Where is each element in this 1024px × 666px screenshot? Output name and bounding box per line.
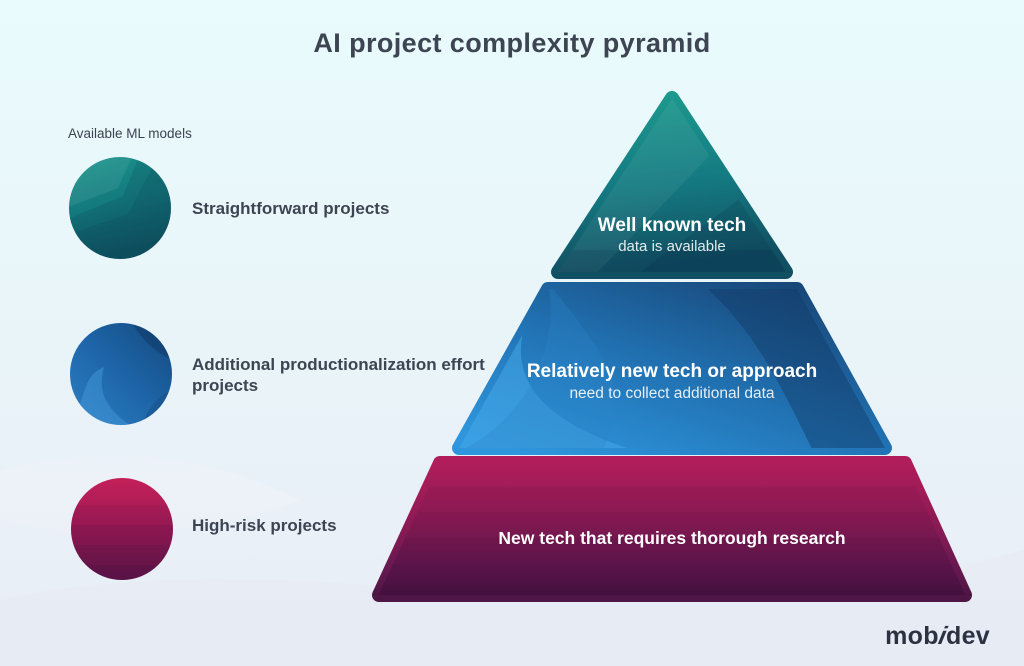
logo-part-dev: dev xyxy=(946,622,990,650)
mobidev-logo: mobidev xyxy=(885,622,990,651)
legend-label-straightforward: Straightforward projects xyxy=(192,199,390,218)
tier-middle-title: Relatively new tech or approach xyxy=(526,361,818,382)
legend-label-highrisk: High-risk projects xyxy=(192,516,337,535)
tier-top-title: Well known tech xyxy=(597,215,747,236)
logo-part-mob: mob xyxy=(885,622,939,650)
tier-middle-subtitle: need to collect additional data xyxy=(569,385,775,402)
legend-label-additional: Additional productionalization effort pr… xyxy=(192,355,485,395)
pyramid-tier-top xyxy=(551,91,793,279)
legend-heading: Available ML models xyxy=(68,126,192,141)
page-title: AI project complexity pyramid xyxy=(313,28,711,58)
pyramid-tier-bottom xyxy=(372,456,972,602)
tier-bottom-title: New tech that requires thorough research xyxy=(498,528,846,548)
legend-circle-straightforward-icon xyxy=(69,157,171,259)
tier-top-subtitle: data is available xyxy=(618,238,726,255)
legend-circle-additional-icon xyxy=(70,323,172,425)
legend-circle-highrisk-icon xyxy=(71,478,173,580)
